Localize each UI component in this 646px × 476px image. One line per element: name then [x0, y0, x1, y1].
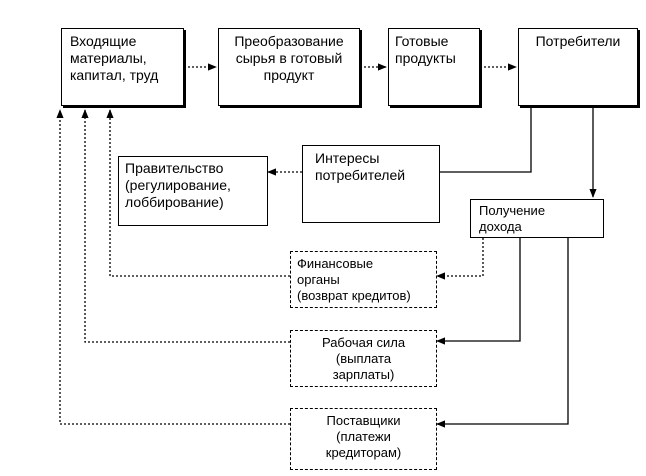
node-government-label: Правительство (регулирование, лоббирован… — [125, 160, 231, 210]
node-suppliers-label: Поставщики (платежи кредиторам) — [325, 413, 402, 460]
node-finished-products: Готовые продукты — [388, 28, 480, 106]
node-income-label: Получение дохода — [479, 203, 546, 234]
node-consumers: Потребители — [518, 28, 638, 106]
node-transformation: Преобразование сырья в готовый продукт — [218, 28, 360, 106]
node-financial-bodies-label: Финансовые органы (возврат кредитов) — [297, 256, 411, 303]
node-financial-bodies: Финансовые органы (возврат кредитов) — [290, 251, 437, 308]
node-workforce-label: Рабочая сила (выплата зарплаты) — [321, 335, 406, 382]
node-consumer-interests-label: Интересы потребителей — [315, 150, 406, 183]
node-transformation-label: Преобразование сырья в готовый продукт — [234, 33, 344, 83]
node-consumer-interests: Интересы потребителей — [302, 145, 440, 223]
arrow-financial-to-inputs — [106, 109, 290, 277]
arrow-workforce-to-inputs — [81, 109, 290, 343]
node-suppliers: Поставщики (платежи кредиторам) — [290, 408, 437, 470]
node-government: Правительство (регулирование, лоббирован… — [118, 156, 268, 226]
node-finished-products-label: Готовые продукты — [395, 33, 456, 66]
arrow-income-to-workforce — [436, 238, 521, 345]
node-inputs: Входящие материалы, капитал, труд — [61, 28, 184, 106]
arrow-income-to-financial — [436, 238, 484, 280]
arrow-income-to-suppliers — [436, 238, 569, 428]
node-workforce: Рабочая сила (выплата зарплаты) — [290, 330, 437, 387]
arrow-suppliers-to-inputs — [56, 109, 290, 425]
node-consumers-label: Потребители — [535, 33, 621, 49]
node-income: Получение дохода — [470, 199, 604, 238]
node-inputs-label: Входящие материалы, капитал, труд — [70, 33, 159, 83]
arrow-consumers-to-interests — [440, 106, 532, 173]
